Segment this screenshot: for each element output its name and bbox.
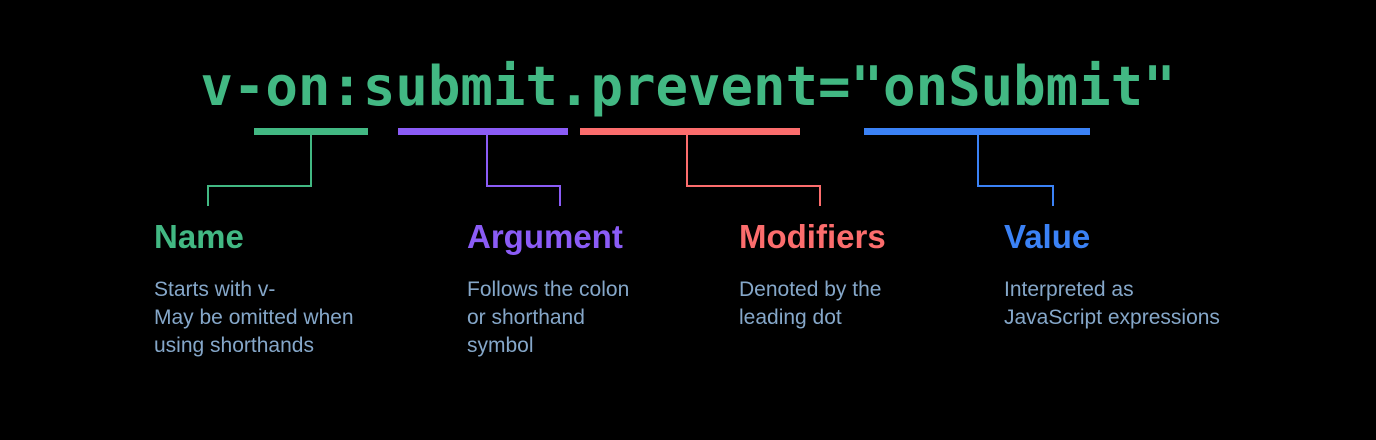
connector-argument	[486, 135, 561, 206]
segment-description-name: Starts with v- May be omitted when using…	[154, 278, 354, 357]
segment-title-value: Value	[1004, 218, 1091, 255]
segment-title-name: Name	[154, 218, 244, 255]
segment-bar-argument	[398, 128, 568, 135]
segment-title-argument: Argument	[467, 218, 623, 255]
segment-bars	[254, 128, 1090, 135]
segment-column-value: Value Interpreted as JavaScript expressi…	[1004, 218, 1324, 332]
code-expression: v-on:submit.prevent="onSubmit"	[200, 55, 1176, 118]
segment-column-modifiers: Modifiers Denoted by the leading dot	[739, 218, 989, 332]
segment-description-argument: Follows the colon or shorthand symbol	[467, 278, 630, 357]
connector-value	[977, 135, 1054, 206]
segment-bar-name	[254, 128, 368, 135]
segment-title-modifiers: Modifiers	[739, 218, 886, 255]
segment-description-modifiers: Denoted by the leading dot	[739, 278, 882, 329]
segment-bar-modifiers	[580, 128, 800, 135]
segment-description-value: Interpreted as JavaScript expressions	[1004, 278, 1220, 329]
connector-modifiers	[686, 135, 821, 206]
segment-column-name: Name Starts with v- May be omitted when …	[154, 218, 454, 360]
segment-bar-value	[864, 128, 1090, 135]
segment-elbows	[207, 135, 1054, 206]
segment-column-argument: Argument Follows the colon or shorthand …	[467, 218, 717, 360]
connector-name	[207, 135, 312, 206]
